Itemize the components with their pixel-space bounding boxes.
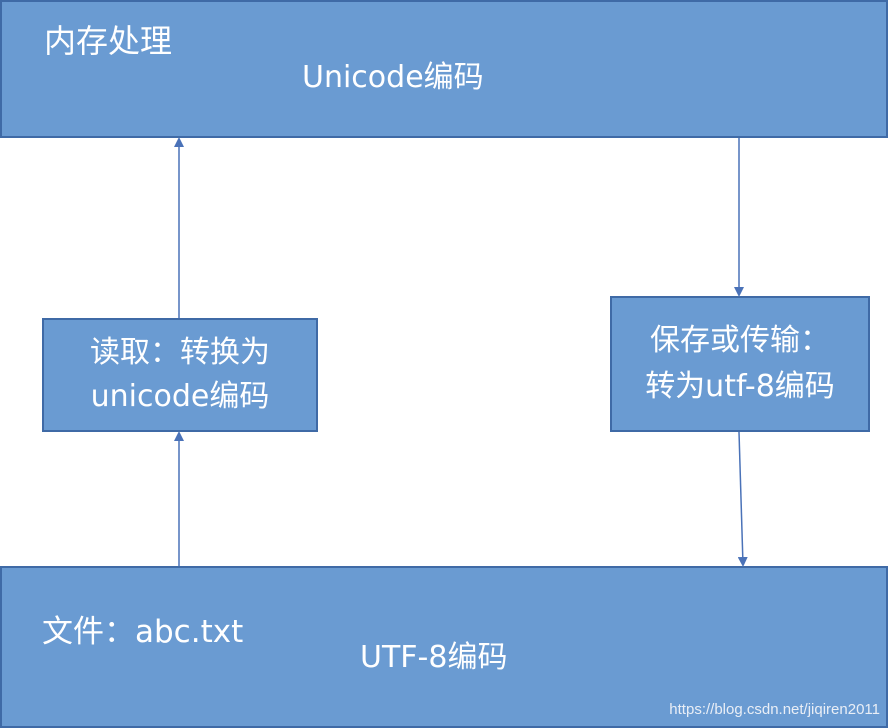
utf8-encoding-label: UTF-8编码 (360, 640, 508, 675)
read-convert-line1: 读取：转换为 (90, 335, 270, 370)
arrow-save-to-file (737, 431, 748, 567)
file-name-label: 文件：abc.txt (42, 614, 244, 650)
watermark-text: https://blog.csdn.net/jiqiren2011 (669, 701, 880, 718)
save-transmit-line1: 保存或传输： (650, 323, 830, 358)
file-box: 文件：abc.txt UTF-8编码 https://blog.csdn.net… (0, 566, 888, 728)
memory-processing-title: 内存处理 (44, 22, 173, 60)
unicode-encoding-label: Unicode编码 (302, 60, 484, 95)
read-convert-box: 读取：转换为 unicode编码 (42, 318, 318, 432)
read-convert-line2: unicode编码 (90, 379, 270, 414)
save-transmit-line2: 转为utf-8编码 (645, 369, 835, 404)
memory-processing-box: 内存处理 Unicode编码 (0, 0, 888, 138)
save-transmit-box: 保存或传输： 转为utf-8编码 (610, 296, 870, 432)
